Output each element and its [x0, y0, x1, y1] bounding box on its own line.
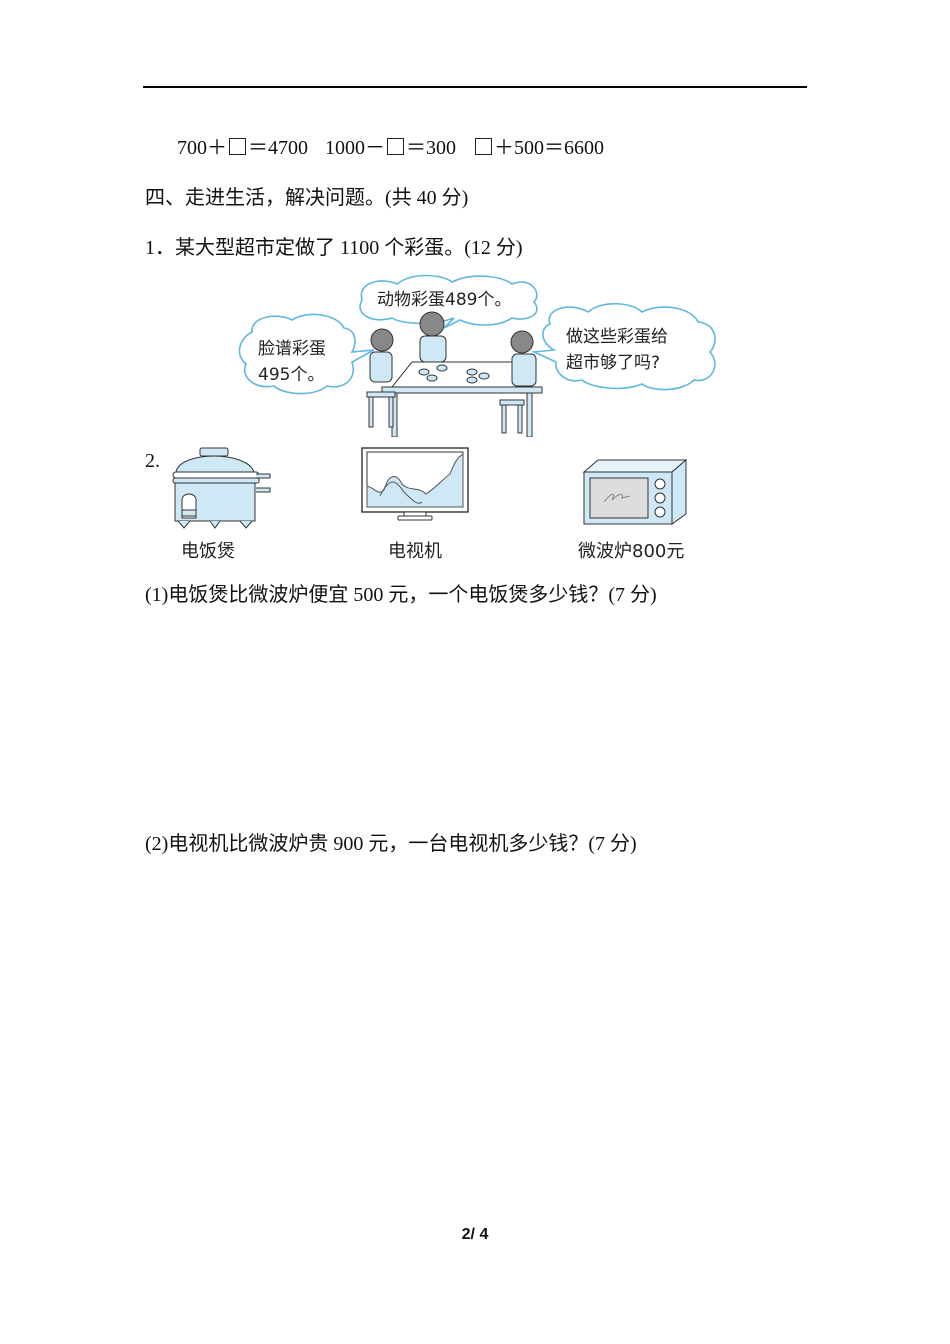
equation-2-right: ＝300 — [406, 137, 456, 159]
bubble-left-line1: 脸谱彩蛋 — [258, 339, 326, 359]
equation-2-left: 1000－ — [325, 137, 385, 159]
sub-question-2: (2)电视机比微波炉贵 900 元，一台电视机多少钱？(7 分) — [145, 833, 637, 855]
microwave-label: 微波炉800元 — [578, 541, 685, 562]
fill-in-equations: 700＋ ＝4700 1000－ ＝300 ＋500＝6600 — [177, 136, 616, 160]
child-middle — [419, 311, 447, 363]
question-2-number: 2. — [145, 450, 160, 472]
question-1-text: 1．某大型超市定做了 1100 个彩蛋。(12 分) — [145, 237, 523, 259]
blank-box[interactable] — [229, 138, 246, 155]
speech-bubble-right: 做这些彩蛋给 超市够了吗? — [530, 302, 716, 391]
equation-3: ＋500＝6600 — [473, 136, 604, 160]
blank-box[interactable] — [387, 138, 404, 155]
bubble-right-line2: 超市够了吗? — [566, 353, 660, 373]
speech-bubble-middle: 动物彩蛋489个。 — [359, 274, 538, 329]
speech-bubble-left: 脸谱彩蛋 495个。 — [238, 313, 375, 395]
table-with-eggs — [381, 361, 543, 437]
equation-1: 700＋ ＝4700 — [177, 136, 308, 160]
rice-cooker-icon — [172, 447, 271, 529]
equation-3-right: ＋500＝6600 — [494, 137, 604, 159]
rice-cooker-label: 电饭煲 — [181, 541, 235, 562]
children-at-table-illustration: 动物彩蛋489个。 脸谱彩蛋 495个。 做这些彩蛋给 超市够了吗? — [238, 274, 716, 437]
television-icon — [361, 447, 469, 521]
bubble-right-line1: 做这些彩蛋给 — [566, 327, 668, 347]
blank-box[interactable] — [475, 138, 492, 155]
bubble-middle-text: 动物彩蛋489个。 — [377, 290, 511, 310]
equation-1-right: ＝4700 — [248, 137, 308, 159]
child-right — [499, 330, 537, 434]
equation-2: 1000－ ＝300 — [325, 136, 456, 160]
equation-1-left: 700＋ — [177, 137, 227, 159]
child-left — [366, 328, 396, 428]
page-number: 2/ 4 — [461, 1226, 489, 1243]
microwave-icon — [582, 458, 688, 525]
bubble-left-line2: 495个。 — [258, 365, 324, 385]
sub-question-1: (1)电饭煲比微波炉便宜 500 元，一个电饭煲多少钱？(7 分) — [145, 584, 657, 606]
header-rule — [143, 86, 807, 88]
television-label: 电视机 — [388, 541, 442, 562]
section-heading: 四、走进生活，解决问题。(共 40 分) — [145, 187, 469, 209]
